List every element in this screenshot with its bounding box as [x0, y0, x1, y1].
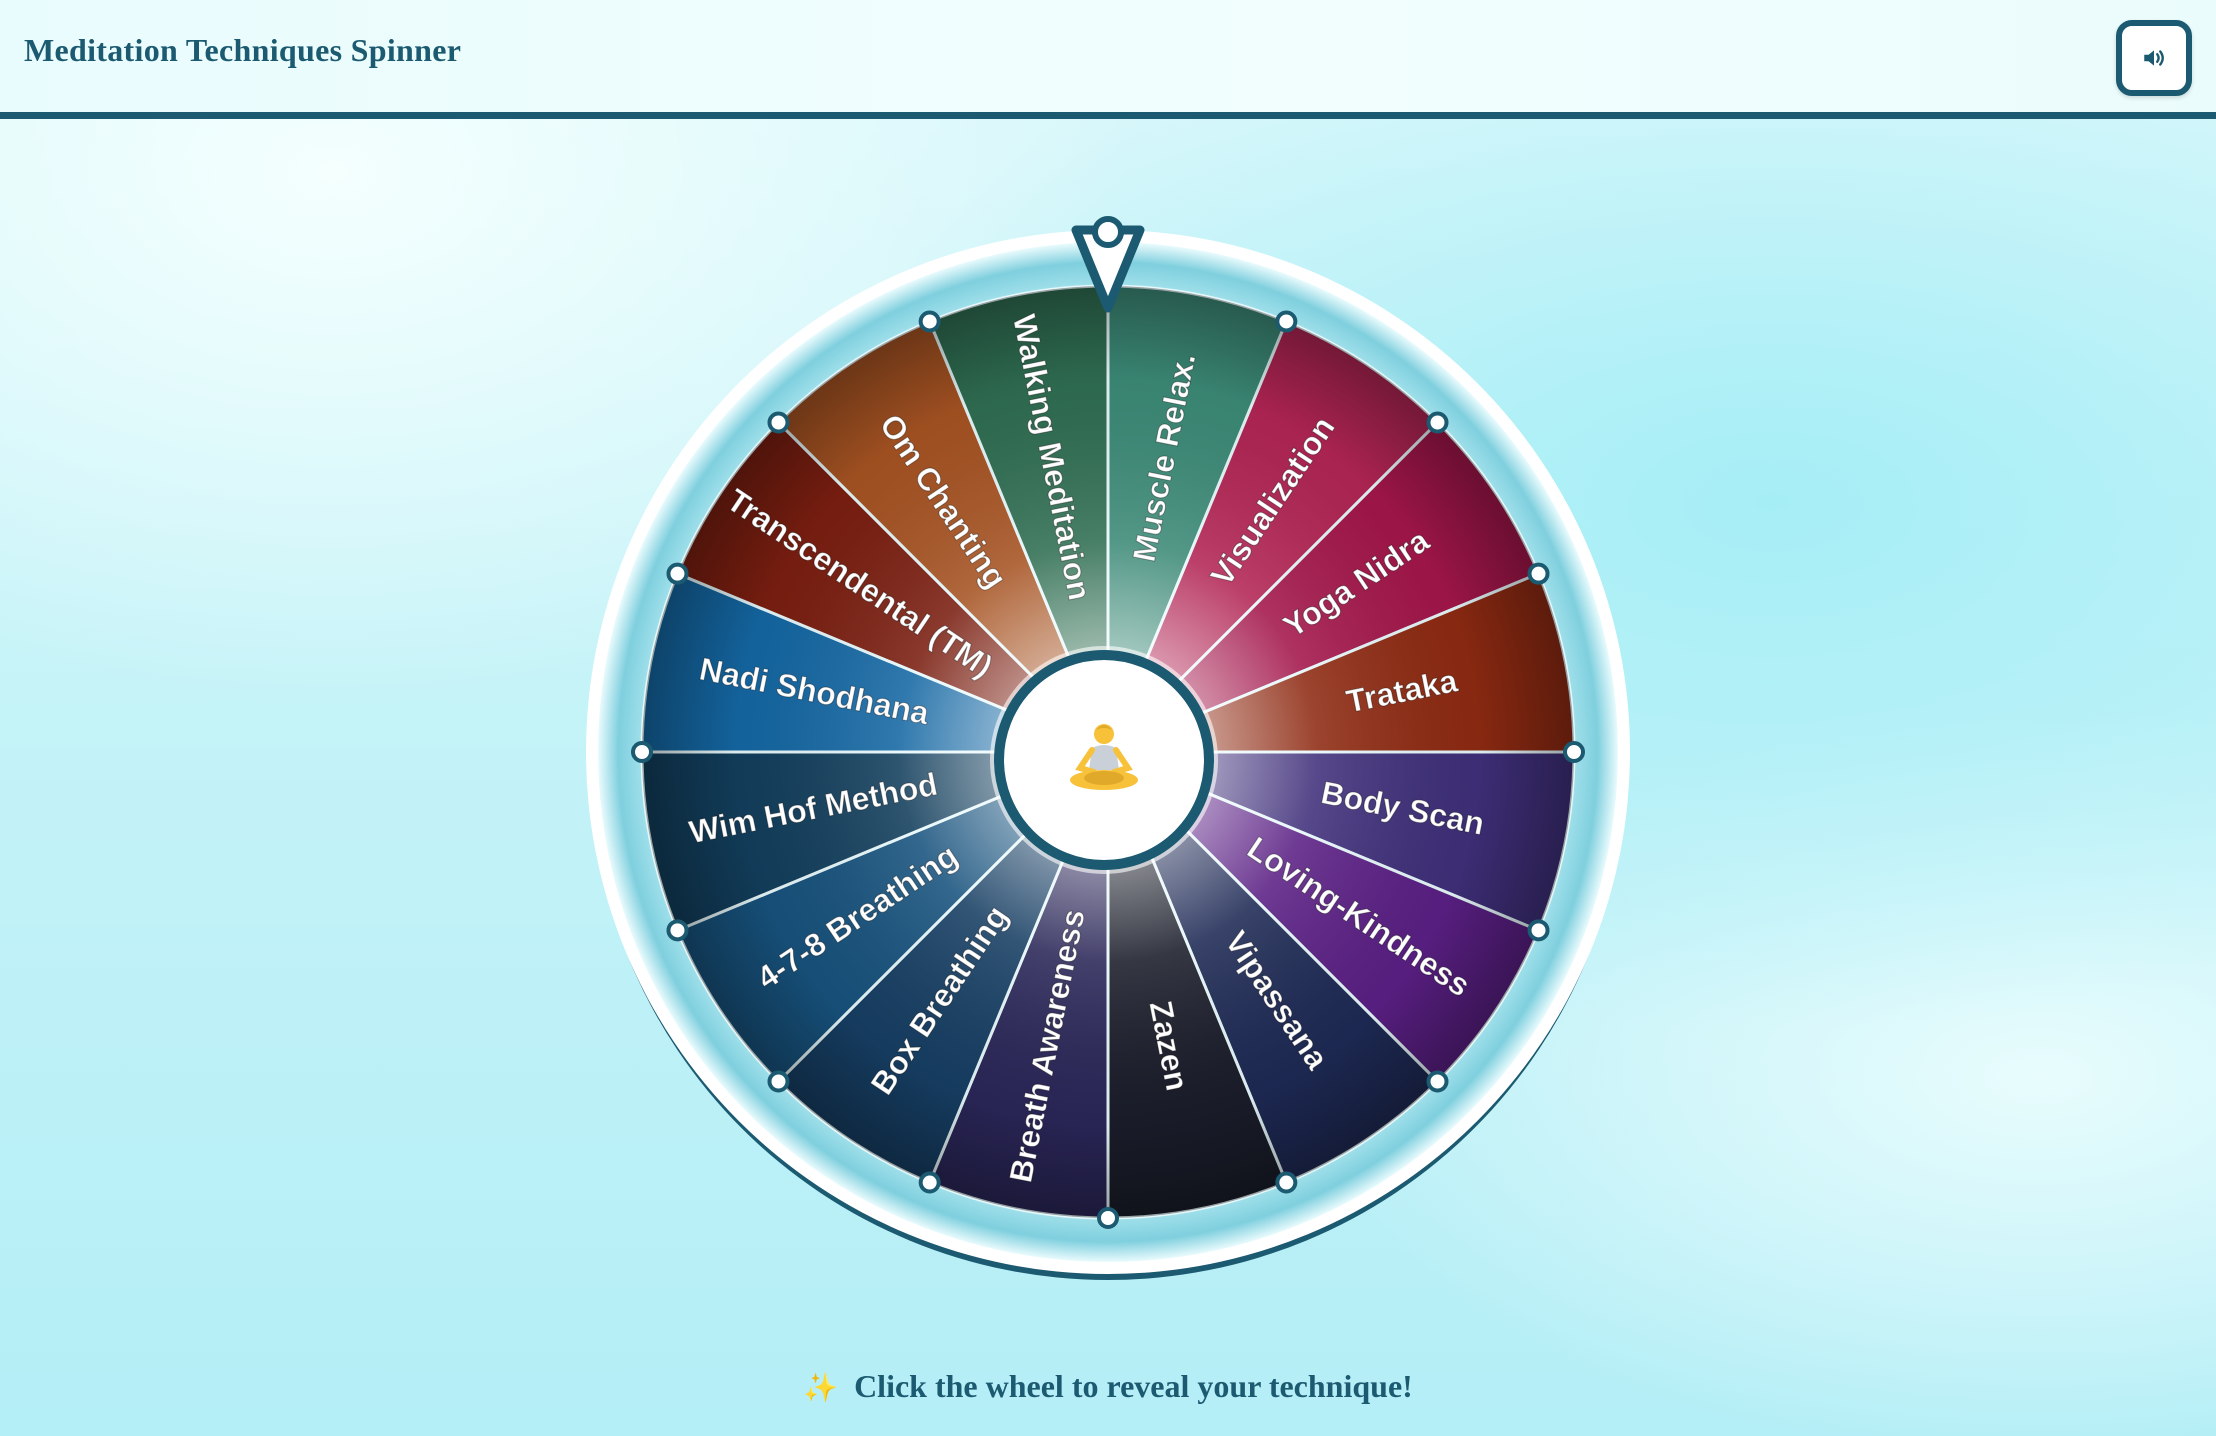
instruction-banner: ✨ Click the wheel to reveal your techniqu… [0, 1368, 2216, 1405]
sound-toggle-button[interactable] [2116, 20, 2192, 96]
instruction-text: Click the wheel to reveal your technique… [854, 1368, 1413, 1404]
meditating-person-icon [1070, 724, 1138, 790]
wheel-peg [767, 411, 790, 434]
wheel-pointer [1071, 216, 1145, 313]
wheel-center-hub[interactable] [994, 650, 1214, 870]
wheel-peg [1275, 1171, 1298, 1194]
wheel-peg [666, 919, 689, 942]
wheel-peg [1527, 919, 1550, 942]
app-title: Meditation Techniques Spinner [24, 32, 462, 68]
wheel-peg [666, 562, 689, 585]
speaker-icon [2144, 50, 2164, 66]
app-header: Meditation Techniques Spinner [0, 0, 2216, 119]
wheel-peg [631, 741, 653, 763]
wheel-peg [767, 1070, 790, 1093]
wheel-peg [1097, 1207, 1119, 1229]
wheel-peg [1563, 741, 1585, 763]
wheel-peg [1426, 411, 1449, 434]
wheel-peg [918, 310, 941, 333]
wheel-peg [918, 1171, 941, 1194]
sparkles-icon: ✨ [803, 1371, 839, 1404]
wheel-peg [1275, 310, 1298, 333]
wheel-peg [1527, 562, 1550, 585]
wheel-peg [1426, 1070, 1449, 1093]
